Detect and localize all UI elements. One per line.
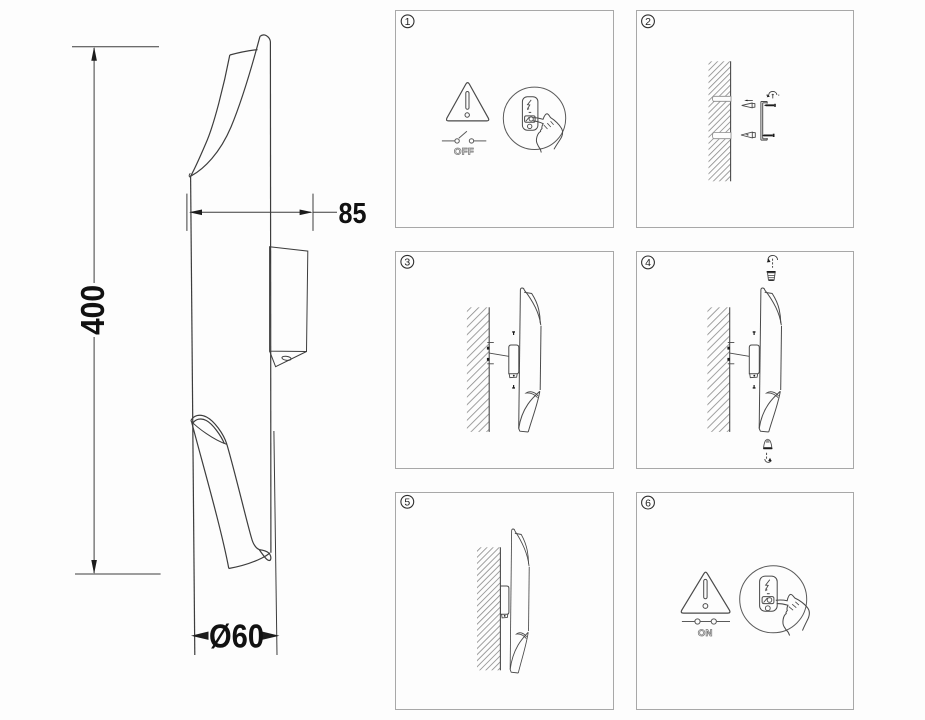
svg-text:5: 5 [404, 497, 410, 509]
svg-text:4: 4 [645, 257, 651, 269]
svg-text:400: 400 [74, 285, 111, 335]
svg-text:1: 1 [405, 16, 411, 28]
svg-text:ON: ON [698, 628, 713, 639]
svg-text:85: 85 [339, 198, 367, 230]
svg-text:OFF: OFF [454, 147, 474, 158]
svg-text:Ø60: Ø60 [209, 617, 264, 654]
svg-text:6: 6 [645, 497, 651, 509]
svg-text:2: 2 [645, 16, 651, 28]
svg-text:3: 3 [404, 257, 410, 269]
